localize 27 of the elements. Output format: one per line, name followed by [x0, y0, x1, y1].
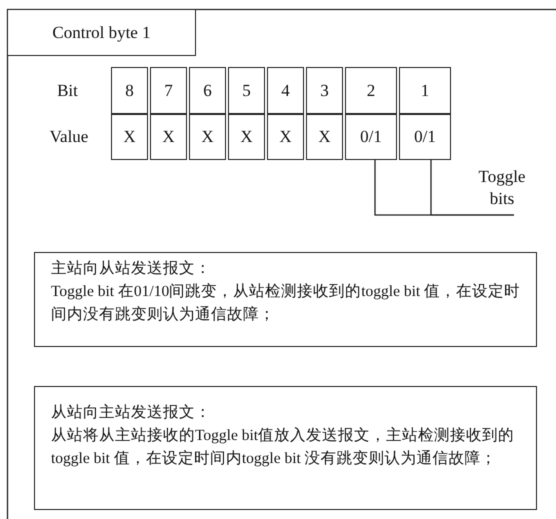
row-heading: Bit — [56, 80, 79, 102]
table-cell: X — [150, 114, 187, 160]
leader-line — [430, 160, 514, 216]
table-cell: X — [228, 114, 265, 160]
table-cell: 3 — [306, 67, 343, 114]
table-cell: 0/1 — [345, 114, 397, 160]
table-cell: 4 — [267, 67, 304, 114]
text-box — [34, 386, 537, 510]
table-cell: 1 — [399, 67, 451, 114]
text-box — [34, 252, 537, 347]
table-cell: X — [189, 114, 226, 160]
annotation-text: Toggle bits — [466, 164, 538, 212]
text-heading: 主站向从站发送报文： — [51, 258, 212, 279]
table-cell: X — [267, 114, 304, 160]
table-cell: X — [111, 114, 148, 160]
paragraph: 从站将从主站接收的Toggle bit值放入发送报文，主站检测接收到的toggle bit 值，在设定时间内toggle bit 没有跳变则认为通信故障； — [51, 426, 516, 469]
paragraph: Toggle bit 在01/10间跳变，从站检测接收到的toggle bit 值，在设定时间内没有跳变则认为通信故障； — [51, 282, 522, 325]
table-cell: 8 — [111, 67, 148, 114]
title-tab: Control byte 1 — [7, 9, 196, 56]
table-cell: 7 — [150, 67, 187, 114]
table-cell: 6 — [189, 67, 226, 114]
table-cell: 2 — [345, 67, 397, 114]
table-cell: 5 — [228, 67, 265, 114]
row-heading: Value — [48, 126, 90, 148]
table-cell: 0/1 — [399, 114, 451, 160]
table-cell: X — [306, 114, 343, 160]
text-heading: 从站向主站发送报文： — [51, 402, 212, 423]
